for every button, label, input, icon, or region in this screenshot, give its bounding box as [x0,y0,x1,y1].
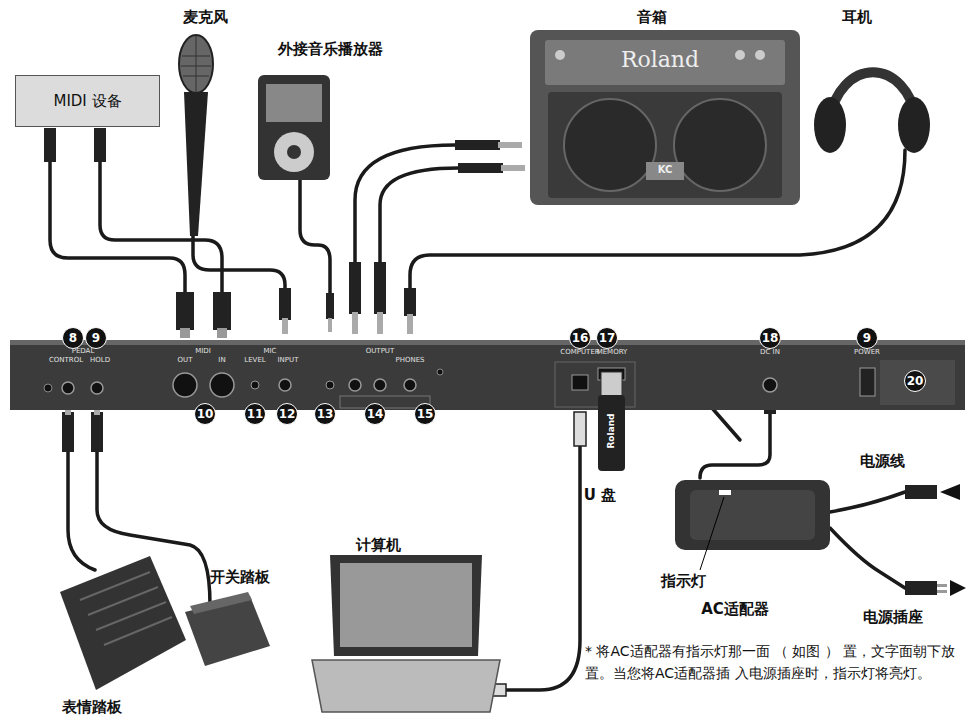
panel-label: PHONES [395,356,424,364]
microphone [179,35,213,236]
panel-label: COMPUTER [560,348,599,356]
panel-label: PEDAL [72,347,95,355]
part-name: 指示灯 [661,572,706,591]
part-name: U 盘 [584,486,616,505]
part-name: 表情踏板 [62,698,122,717]
part-name: 外接音乐播放器 [278,40,383,59]
part-name: 电源插座 [863,608,923,627]
panel-label: POWER [854,348,880,356]
cables [50,145,905,690]
callout-number: 10 [194,403,216,425]
panel-label: MIDI [195,347,211,355]
callout-number: 11 [244,403,266,425]
ac-adapter [675,480,830,570]
callout-number: 16 [569,327,591,349]
part-name: 耳机 [842,8,872,27]
panel-label: CONTROL [49,356,83,364]
usb-stick [598,372,625,471]
device-box: MIDI 设备 [15,75,160,127]
panel-label: MIC [264,347,277,355]
brand-mark: Roland [621,47,699,72]
brand-mark: Roland [606,413,616,448]
panel-label: INPUT [278,356,299,364]
part-name: AC适配器 [701,600,769,619]
callout-number: 9 [856,327,878,349]
callout-number: 8 [62,327,84,349]
speaker [530,30,800,205]
laptop [312,555,500,712]
panel-label: OUT [178,356,193,364]
panel-label: IN [218,356,225,364]
panel-label: LEVEL [244,356,265,364]
callout-number: 12 [276,403,298,425]
part-name: 开关踏板 [210,568,270,587]
part-name: 计算机 [356,536,401,555]
callout-number: 20 [904,370,926,392]
part-name: 麦克风 [183,8,228,27]
rear-panel [10,340,965,410]
pedals [60,556,270,690]
node-text: MIDI 设备 [53,92,121,111]
plugs [44,128,776,696]
brand-mark: KC [658,164,673,175]
headphones [814,72,930,153]
callout-number: 9 [85,327,107,349]
callout-number: 17 [596,327,618,349]
part-name: 电源线 [860,452,905,471]
panel-label: DC IN [760,348,780,356]
part-name: 音箱 [637,8,667,27]
callout-number: 15 [414,403,436,425]
music-player [258,75,330,180]
power-plugs [905,484,966,596]
callout-number: 14 [364,403,386,425]
note-text: * 将AC适配器有指示灯那一面 （ 如图 ） 置，文字面朝下放置。当您将AC适配… [585,640,957,684]
callout-number: 18 [759,327,781,349]
callout-number: 13 [314,403,336,425]
panel-label: MEMORY [597,348,628,356]
panel-label: OUTPUT [366,347,395,355]
panel-label: HOLD [90,356,110,364]
